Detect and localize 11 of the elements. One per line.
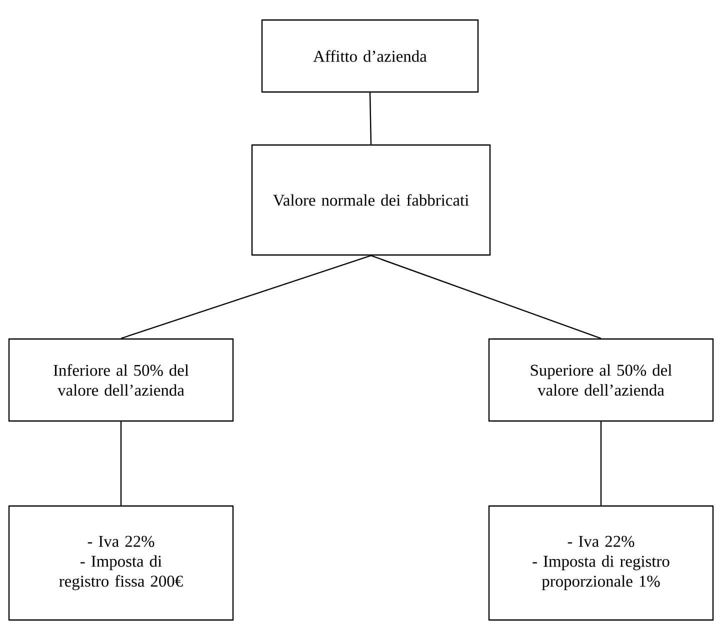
connector-line bbox=[369, 92, 372, 144]
connector-line bbox=[370, 255, 602, 339]
text-box: Valore normale dei fabbricati bbox=[251, 144, 491, 256]
text-box: Affitto d’azienda bbox=[261, 19, 479, 93]
connector-line bbox=[600, 422, 602, 506]
connector-line bbox=[120, 422, 122, 506]
text-box: Superiore al 50% del valore dell’azienda bbox=[488, 338, 714, 422]
text-box: Inferiore al 50% del valore dell’azienda bbox=[8, 338, 234, 422]
text-box: - Iva 22% - Imposta di registro proporzionale 1% bbox=[488, 505, 714, 621]
connector-line bbox=[120, 255, 372, 339]
text-box: - Iva 22% - Imposta di registro fissa 200€ bbox=[8, 505, 234, 621]
